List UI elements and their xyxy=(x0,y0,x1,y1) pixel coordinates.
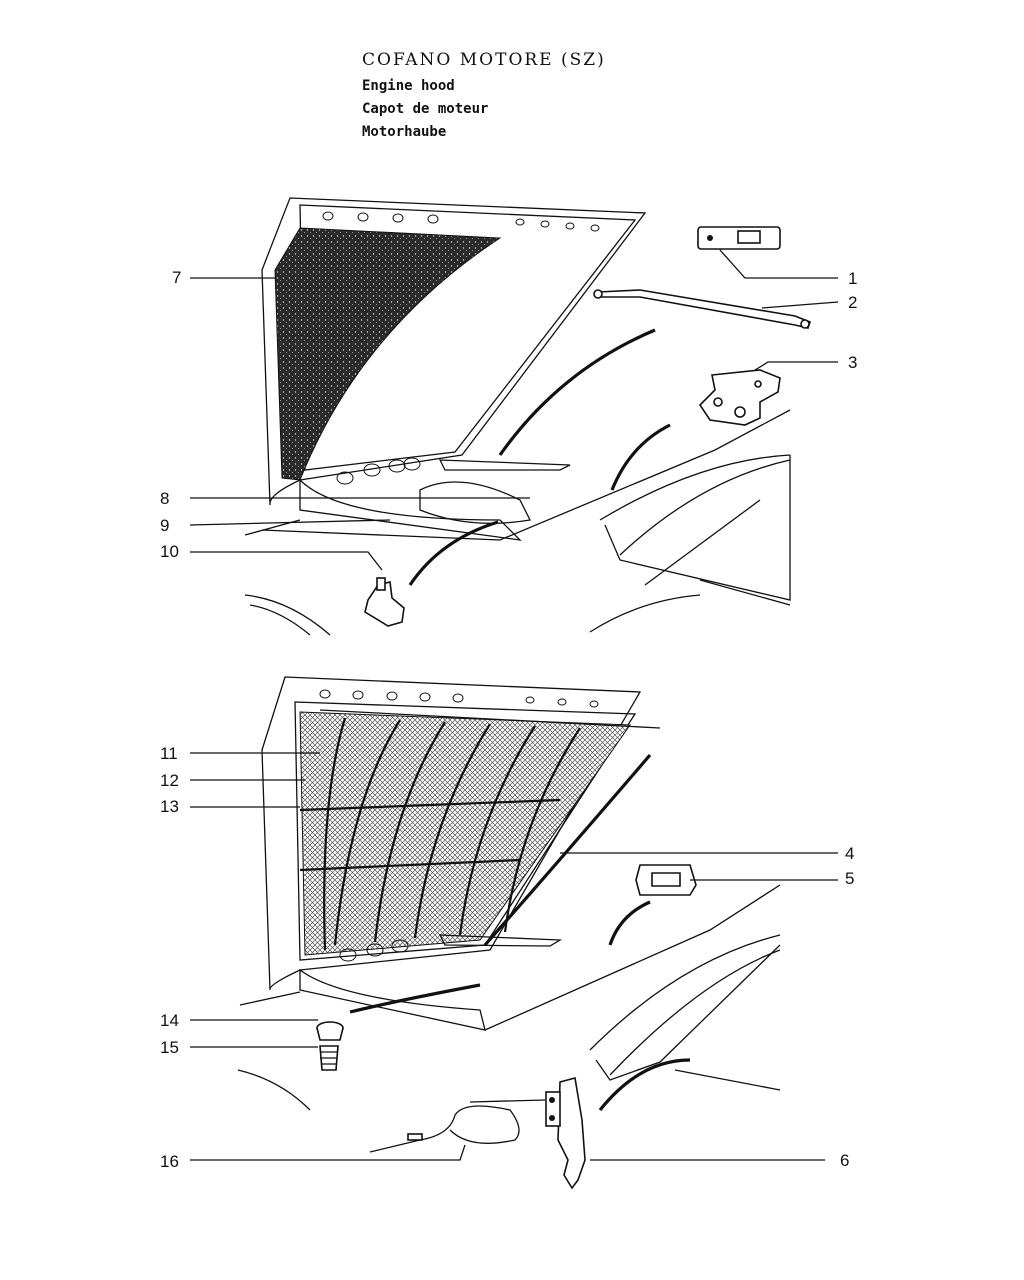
gas-strut xyxy=(593,289,811,329)
callout-5: 5 xyxy=(845,869,854,888)
callout-9: 9 xyxy=(160,516,169,535)
title-block: COFANO MOTORE (SZ) Engine hood Capot de … xyxy=(362,50,606,144)
hood-bottom-view xyxy=(237,676,781,1111)
release-lever xyxy=(545,1077,586,1190)
rubber-bump-stop xyxy=(316,1021,344,1041)
callout-16: 16 xyxy=(160,1152,179,1171)
prop-rod-4 xyxy=(483,753,652,947)
callout-13: 13 xyxy=(160,797,179,816)
callout-numbers: 1 2 3 4 5 6 7 8 9 10 11 12 13 14 15 16 xyxy=(160,268,857,1171)
latch-bracket xyxy=(364,577,405,627)
callout-10: 10 xyxy=(160,542,179,561)
callout-12: 12 xyxy=(160,771,179,790)
hood-latch-plate xyxy=(697,226,781,250)
callout-1: 1 xyxy=(848,269,857,288)
title-english: Engine hood xyxy=(362,78,455,94)
hood-release-cable xyxy=(369,1099,546,1153)
callout-8: 8 xyxy=(160,489,169,508)
callout-3: 3 xyxy=(848,353,857,372)
callout-2: 2 xyxy=(848,293,857,312)
leader-lines xyxy=(189,249,839,1161)
hood-insulation-panel xyxy=(274,227,502,481)
callout-7: 7 xyxy=(172,268,181,287)
hood-top-view xyxy=(244,197,791,636)
bump-stop-spring xyxy=(319,1045,339,1071)
diagram-title: COFANO MOTORE (SZ) xyxy=(362,50,606,70)
hood-frame-holes xyxy=(322,211,600,485)
callout-15: 15 xyxy=(160,1038,179,1057)
mesh-frame-holes xyxy=(319,689,599,962)
prop-rod-arrow-top xyxy=(498,328,656,456)
latch-striker-block xyxy=(635,864,697,896)
title-german: Motorhaube xyxy=(362,124,447,140)
callout-14: 14 xyxy=(160,1011,179,1030)
hood-ribs xyxy=(299,717,581,951)
callout-4: 4 xyxy=(845,844,854,863)
callout-6: 6 xyxy=(840,1151,849,1170)
callout-11: 11 xyxy=(160,744,178,763)
title-french: Capot de moteur xyxy=(362,101,489,117)
hood-hinge xyxy=(698,369,781,426)
